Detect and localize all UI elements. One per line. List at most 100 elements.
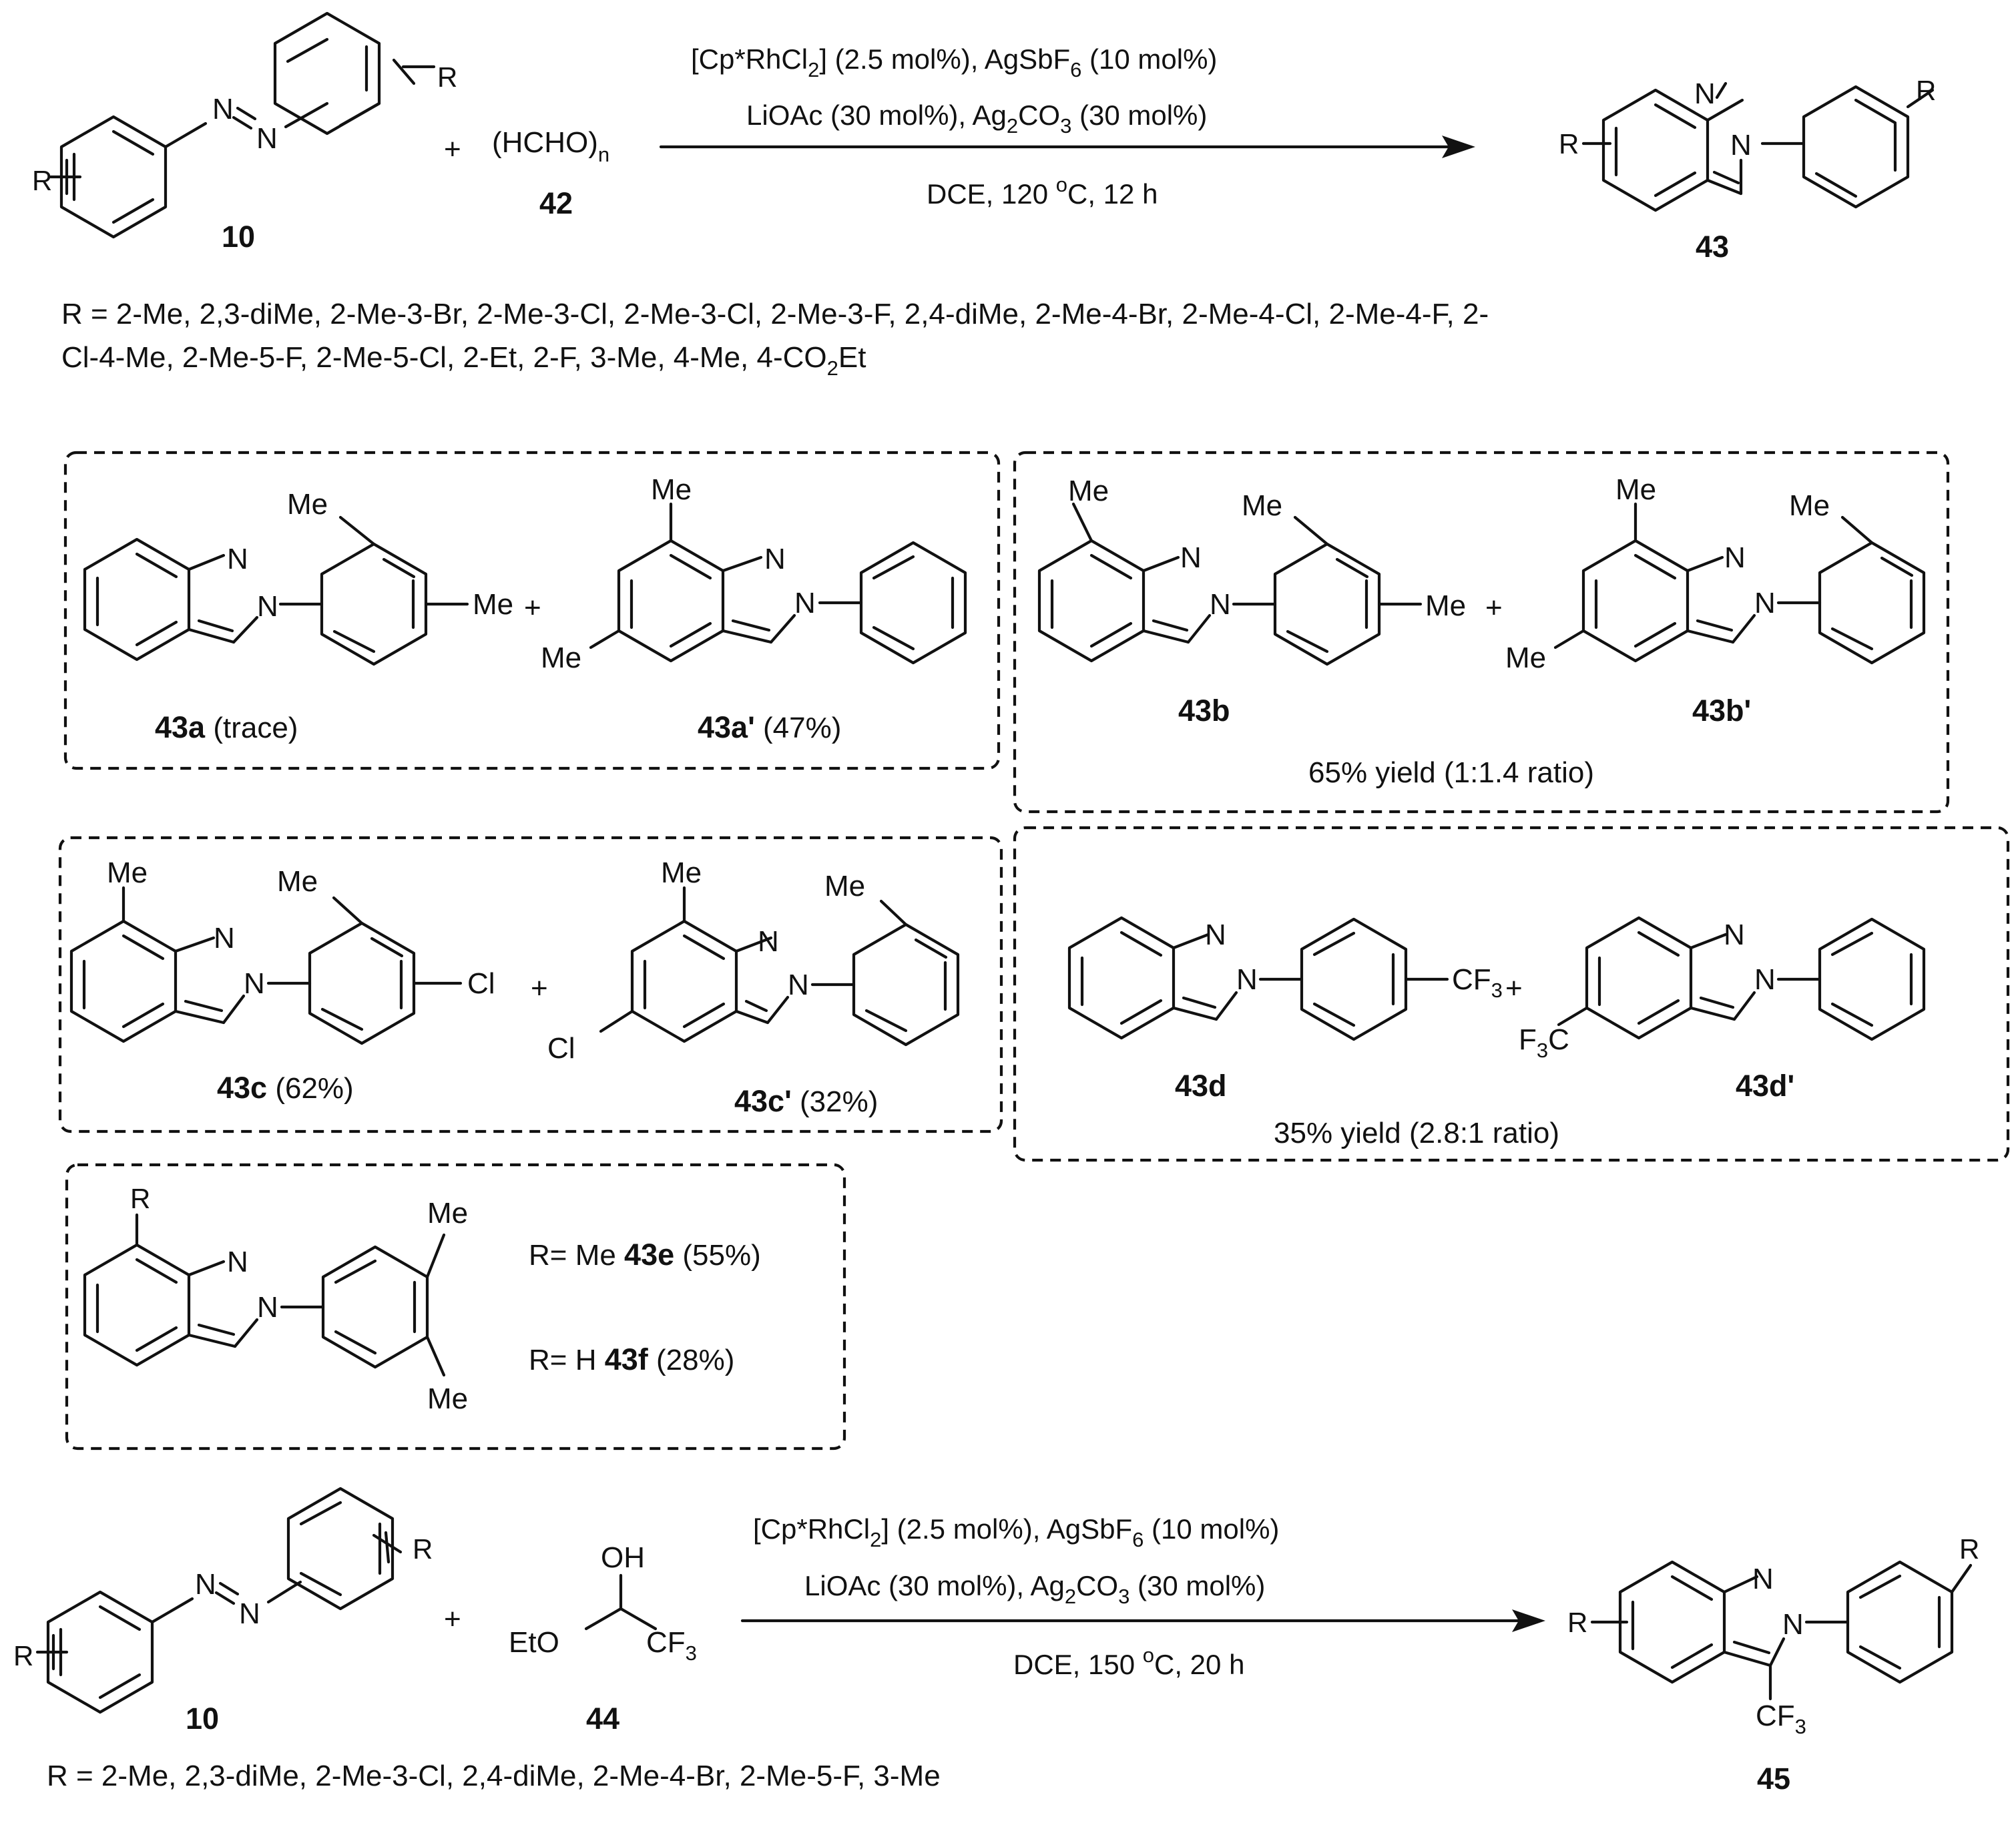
n-atom: N — [1754, 587, 1776, 619]
r-h-entry: R= H 43f (28%) — [529, 1342, 734, 1376]
product-box-43e-43f: R N N Me Me R= Me 43e (55%) R= H 43f (28… — [65, 1163, 846, 1451]
label-43c-prime: 43c' (32%) — [734, 1084, 878, 1118]
dashed-box — [1013, 826, 2010, 1162]
label-43c: 43c (62%) — [217, 1071, 354, 1105]
compound-label-42: 42 — [539, 186, 573, 220]
n-atom: N — [227, 1246, 248, 1278]
azo-n2: N — [239, 1597, 260, 1630]
n-atom: N — [1180, 541, 1202, 574]
n-atom: N — [758, 925, 779, 958]
indazole-benzo-ring — [1601, 88, 1710, 212]
methyl-group: Me — [1425, 589, 1466, 622]
n-atom: N — [764, 543, 786, 575]
indazole-ring — [1067, 916, 1176, 1040]
methyl-group: Me — [661, 856, 702, 889]
indazole-ring — [1585, 916, 1693, 1040]
n-atom: N — [257, 1291, 278, 1324]
trifluoromethyl: CF3 — [646, 1626, 697, 1665]
indazole-n2: N — [1730, 129, 1752, 162]
methyl-group: Me — [277, 865, 318, 898]
label-43b: 43b — [1178, 694, 1230, 728]
n-atom: N — [1782, 1608, 1804, 1641]
r-me-entry: R= Me 43e (55%) — [529, 1238, 761, 1272]
methyl-group: Me — [427, 1382, 468, 1415]
aryl-ring — [1818, 541, 1926, 665]
indazole-ring — [83, 537, 191, 662]
compound-label-10: 10 — [222, 220, 255, 254]
aryl-ring — [1846, 1560, 1954, 1684]
n-aryl-ring — [1802, 85, 1910, 209]
yield-ratio-b: 65% yield (1:1.4 ratio) — [1308, 756, 1594, 789]
plus-sign: + — [524, 591, 541, 624]
label-43a-prime: 43a' (47%) — [698, 710, 841, 744]
reactant-azobenzene-1: N N R R 10 — [32, 11, 457, 254]
n-atom: N — [244, 967, 265, 1000]
n-atom: N — [227, 543, 248, 575]
methyl-group: Me — [1068, 475, 1109, 507]
indazole-ring — [630, 919, 738, 1043]
indazole-ring — [1581, 539, 1690, 663]
dashed-box — [58, 836, 1003, 1133]
n-atom: N — [1205, 919, 1226, 951]
azo-n1: N — [212, 93, 234, 125]
r-substituent: R — [437, 61, 457, 93]
n-atom: N — [788, 969, 809, 1001]
dashed-box — [1013, 451, 1950, 814]
trifluoromethyl: CF3 — [1452, 963, 1503, 1002]
dashed-box — [65, 1163, 846, 1451]
benzene-ring-right — [286, 1487, 395, 1611]
product-box-43c: Me N N Me Cl + 43c (62%) Me Cl N N — [58, 836, 1003, 1133]
arrow-head — [1512, 1609, 1545, 1632]
plus-sign: + — [1505, 972, 1523, 1005]
methyl-group: Me — [107, 856, 148, 889]
r-substituent: R — [32, 165, 52, 196]
chlorine: Cl — [547, 1032, 575, 1065]
compound-label-44: 44 — [586, 1702, 619, 1736]
indazole-ring — [1618, 1560, 1726, 1684]
methyl-group: Me — [651, 473, 692, 506]
catalyst-conditions: [Cp*RhCl2] (2.5 mol%), AgSbF6 (10 mol%) — [691, 43, 1217, 81]
n-atom: N — [1236, 963, 1258, 996]
aryl-ring — [308, 921, 416, 1045]
label-43d-prime: 43d' — [1736, 1069, 1794, 1103]
methyl-group: Me — [1789, 489, 1830, 522]
plus-sign: + — [444, 133, 461, 166]
phenyl-ring — [1818, 917, 1926, 1041]
n-atom: N — [1724, 919, 1745, 951]
trifluoromethyl: CF3 — [1756, 1700, 1806, 1738]
trifluoromethyl: F3C — [1519, 1023, 1569, 1062]
yield-ratio-d: 35% yield (2.8:1 ratio) — [1274, 1117, 1559, 1149]
hydroxyl: OH — [601, 1541, 645, 1574]
product-box-43a: N N Me Me + 43a (trace) Me Me N N — [63, 451, 1001, 770]
methyl-group: Me — [427, 1197, 468, 1230]
methyl-group: Me — [473, 588, 513, 621]
compound-label-45: 45 — [1757, 1762, 1790, 1796]
indazole-ring — [83, 1243, 191, 1367]
r-substituent: R — [1567, 1607, 1587, 1638]
paraformaldehyde: (HCHO)n — [492, 126, 609, 166]
n-atom: N — [257, 590, 278, 623]
solvent-temperature: DCE, 120 oC, 12 h — [927, 173, 1158, 210]
plus-sign: + — [1485, 591, 1503, 624]
substrate-scope-line-1: R = 2-Me, 2,3-diMe, 2-Me-3-Br, 2-Me-3-Cl… — [61, 298, 1489, 330]
substrate-scope-r2: R = 2-Me, 2,3-diMe, 2-Me-3-Cl, 2,4-diMe,… — [47, 1760, 941, 1792]
indazole-ring — [1037, 539, 1146, 663]
aryl-ring — [321, 1245, 429, 1369]
reaction-1: N N R R 10 + (HCHO)n 42 [Cp*RhCl2] (2.5 … — [32, 11, 1936, 380]
reaction-2: N N R R 10 + OH EtO CF3 44 [Cp*RhCl2] (2… — [13, 1487, 1979, 1796]
dashed-box — [63, 451, 1001, 770]
r-substituent: R — [130, 1183, 150, 1214]
substrate-scope-line-2: Cl-4-Me, 2-Me-5-F, 2-Me-5-Cl, 2-Et, 2-F,… — [61, 341, 866, 380]
compound-label-10: 10 — [186, 1702, 219, 1736]
arrow-head — [1442, 136, 1475, 158]
r-substituent: R — [413, 1533, 433, 1565]
product-box-43d: N N CF3 + 43d F3C N N 43d' 35% yield (2.… — [1013, 826, 2010, 1162]
catalyst-conditions: [Cp*RhCl2] (2.5 mol%), AgSbF6 (10 mol%) — [753, 1513, 1279, 1551]
plus-sign: + — [444, 1603, 461, 1635]
azo-n2: N — [256, 122, 278, 155]
aryl-ring — [1273, 542, 1381, 666]
label-43b-prime: 43b' — [1692, 694, 1751, 728]
indazole-ring — [617, 539, 725, 663]
methyl-group: Me — [824, 870, 865, 902]
